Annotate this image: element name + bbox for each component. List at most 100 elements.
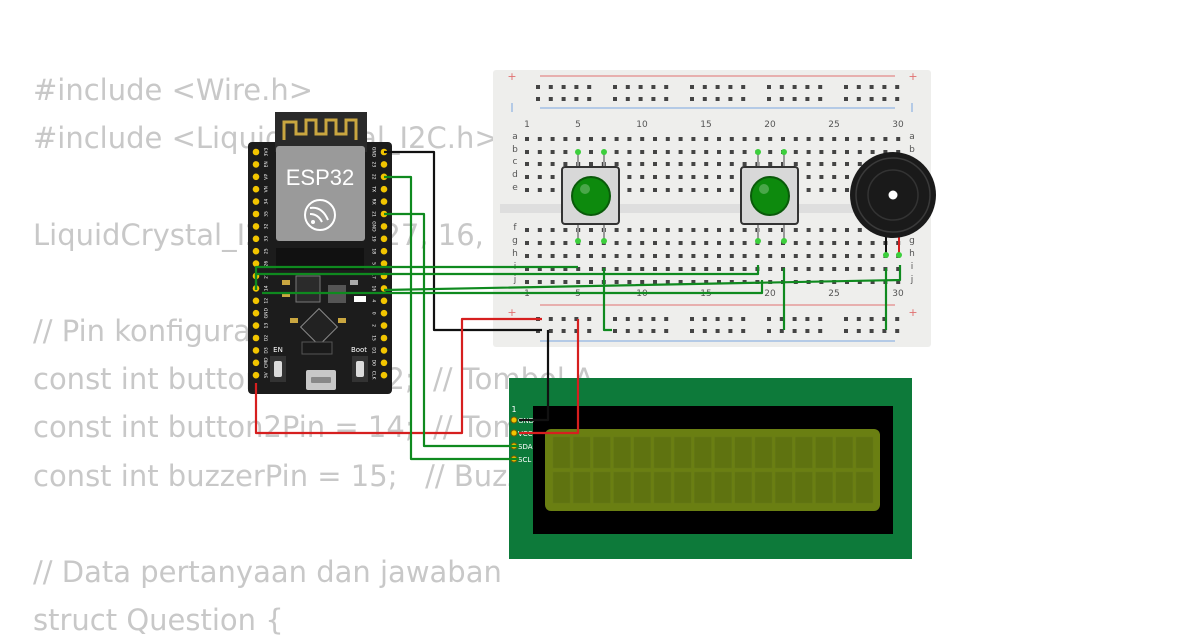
hole [640, 267, 645, 271]
pin[interactable] [252, 185, 260, 193]
pin[interactable] [252, 198, 260, 205]
en-button[interactable] [274, 361, 282, 377]
wire-button-b[interactable] [254, 265, 760, 290]
pin[interactable] [380, 235, 388, 243]
push-button-a[interactable] [561, 149, 620, 244]
pin[interactable] [252, 359, 260, 367]
usb-chip [299, 307, 339, 347]
pin[interactable] [252, 322, 260, 329]
pin[interactable] [380, 260, 388, 267]
hole [882, 317, 887, 321]
pin-label: TX [371, 185, 377, 192]
pin[interactable] [252, 161, 260, 168]
wire-lcd-vcc[interactable] [519, 319, 580, 435]
pin[interactable] [252, 247, 260, 255]
logo-dot [311, 220, 315, 224]
buzzer[interactable] [850, 152, 936, 258]
pin[interactable] [380, 309, 388, 317]
pin[interactable] [252, 347, 260, 354]
hole [819, 228, 824, 232]
pin[interactable] [380, 297, 388, 305]
hole [767, 329, 771, 333]
hole [525, 137, 529, 141]
hole [678, 241, 683, 245]
pin-label: 5 [371, 262, 377, 265]
hole [704, 188, 709, 192]
pin[interactable] [252, 260, 260, 267]
pin[interactable] [380, 347, 388, 354]
wire-esp-5v-to-rail[interactable] [254, 317, 542, 435]
hole [768, 241, 773, 245]
hole [819, 188, 824, 192]
hole [537, 254, 542, 258]
pin[interactable] [380, 371, 388, 379]
pin-marker [601, 238, 607, 244]
pin[interactable] [380, 359, 388, 367]
lcd-cell [795, 436, 813, 469]
pin[interactable] [252, 235, 260, 243]
hole [717, 150, 721, 154]
push-button-b[interactable] [740, 149, 799, 244]
pin[interactable] [380, 185, 388, 193]
pin[interactable] [380, 334, 388, 342]
hole [627, 137, 632, 141]
pin-marker [883, 252, 889, 258]
wire-signal[interactable] [262, 280, 764, 295]
hole [896, 137, 901, 141]
esp32-board[interactable]: ESP32 3V3ENVPVN343532332526271412GND13D2… [248, 112, 392, 394]
lcd-pin[interactable] [510, 429, 518, 437]
wire-buzzer[interactable] [383, 265, 902, 292]
wire-esp-gnd-to-rail[interactable] [384, 150, 542, 332]
pin[interactable] [252, 334, 260, 342]
pin[interactable] [380, 161, 388, 168]
pin[interactable] [252, 223, 260, 230]
rail-plus-top-right: + [908, 70, 917, 83]
pin[interactable] [252, 309, 260, 317]
hole [717, 254, 721, 258]
pin[interactable] [380, 322, 388, 329]
hole [587, 329, 592, 333]
pin-label: 14 [264, 285, 270, 291]
hole [832, 150, 837, 154]
column-number: 20 [764, 120, 776, 130]
lcd-pin[interactable] [510, 416, 518, 424]
hole [678, 175, 683, 179]
hole [589, 280, 593, 284]
hole [576, 254, 581, 258]
pin[interactable] [380, 223, 388, 230]
hole [525, 188, 529, 192]
lcd-character-cells [552, 436, 874, 504]
pin[interactable] [380, 198, 388, 205]
wire-lcd-gnd[interactable] [519, 330, 550, 422]
lcd-cell [734, 471, 753, 504]
esp32-left-pin-header[interactable] [252, 148, 260, 379]
button-cap[interactable] [571, 176, 611, 216]
breadboard[interactable]: + + + + 1 5 10 15 20 25 30 1 5 10 15 20 … [493, 70, 931, 347]
hole [574, 97, 579, 101]
pin[interactable] [380, 247, 388, 255]
wire-scl[interactable] [384, 175, 519, 461]
hole [690, 85, 694, 89]
pin[interactable] [252, 173, 260, 181]
pin[interactable] [252, 210, 260, 218]
hole [525, 228, 529, 232]
pin[interactable] [252, 148, 260, 156]
pin[interactable] [252, 297, 260, 305]
pin[interactable] [252, 371, 260, 379]
resistor [350, 280, 358, 285]
button-cap[interactable] [750, 176, 790, 216]
hole [819, 267, 824, 271]
hole [882, 97, 887, 101]
wires [254, 150, 902, 461]
hole [537, 150, 542, 154]
boot-button[interactable] [356, 361, 364, 377]
hole [640, 241, 645, 245]
wire-sda[interactable] [384, 212, 519, 448]
hole [845, 241, 849, 245]
hole [818, 317, 823, 321]
lcd-cell [694, 471, 712, 504]
hole [665, 267, 670, 271]
hole [640, 175, 645, 179]
wire-button-a-gnd[interactable] [602, 268, 612, 332]
